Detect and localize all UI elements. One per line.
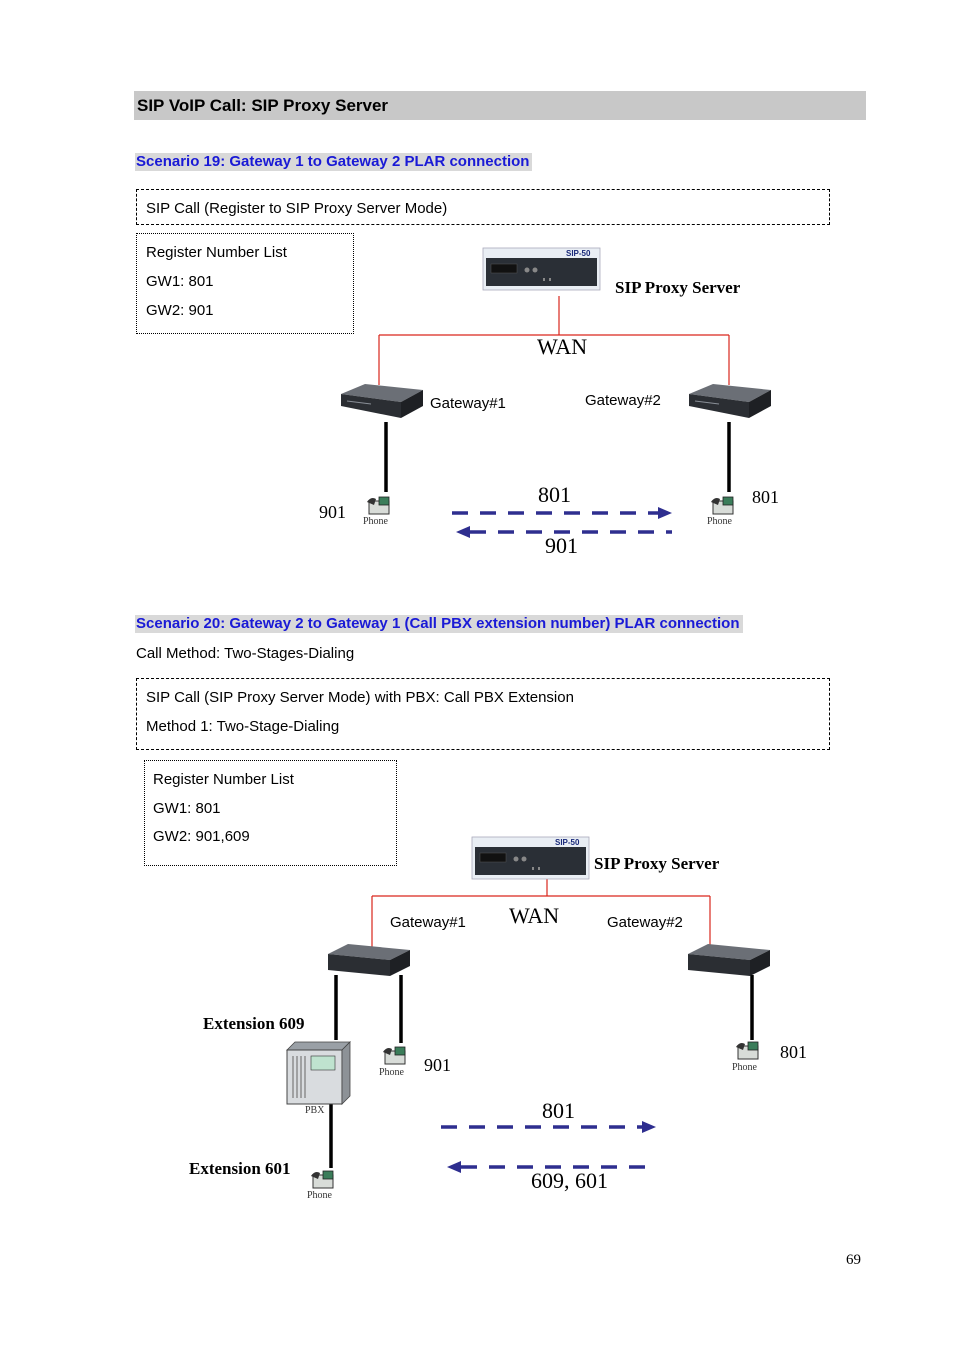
scenario20-arrow-left-label: 609, 601 [531,1168,608,1193]
scenario19-register-list: Register Number List GW1: 801 GW2: 901 [136,233,354,334]
scenario20-ext601-phone-caption: Phone [307,1190,332,1201]
scenario19-arrow-left-label: 901 [545,533,578,558]
section-header: SIP VoIP Call: SIP Proxy Server [134,91,866,120]
page-number: 69 [846,1252,861,1268]
scenario19-phone1-icon [367,496,390,515]
scenario20-mode-line2: Method 1: Two-Stage-Dialing [146,718,340,735]
scenario20-call-method: Call Method: Two-Stages-Dialing [136,645,355,662]
scenario20-phone-gw2-number: 801 [780,1042,807,1062]
register-gw2: GW2: 901 [146,302,214,319]
scenario19-phone1-caption: Phone [363,516,388,527]
scenario19-sip-server-icon [482,247,601,291]
scenario19-arrow-right-label: 801 [538,482,571,507]
scenario19-phone2-caption: Phone [707,516,732,527]
scenario19-arrow-left [456,526,672,538]
scenario20-mode-line1: SIP Call (SIP Proxy Server Mode) with PB… [146,689,574,706]
register-list-heading: Register Number List [153,771,294,788]
register-list-heading: Register Number List [146,244,287,261]
scenario20-gateway1-label: Gateway#1 [390,914,466,931]
scenario19-mode-text: SIP Call (Register to SIP Proxy Server M… [146,200,448,217]
register-gw1: GW1: 801 [146,273,214,290]
scenario19-gateway2-icon [689,384,771,418]
scenario20-pbx-icon [286,1041,351,1105]
scenario20-ext601-phone-icon [311,1170,334,1189]
scenario20-pbx-caption: PBX [305,1105,325,1116]
scenario20-arrow-right-label: 801 [542,1098,575,1123]
scenario20-server-badge: SIP-50 [555,838,580,847]
scenario20-mode-box: SIP Call (SIP Proxy Server Mode) with PB… [136,678,830,750]
section-title: SIP VoIP Call: SIP Proxy Server [137,96,389,115]
scenario19-wan-label: WAN [537,334,588,359]
scenario20-ext601-label: Extension 601 [189,1159,291,1178]
scenario20-wan-label: WAN [509,903,560,928]
scenario19-server-badge: SIP-50 [566,249,591,258]
scenario20-server-label: SIP Proxy Server [594,854,720,873]
register-gw1: GW1: 801 [153,800,221,817]
scenario20-title: Scenario 20: Gateway 2 to Gateway 1 (Cal… [135,615,743,633]
scenario19-gateway1-label: Gateway#1 [430,395,506,412]
scenario20-gateway2-icon [688,944,770,976]
register-gw2: GW2: 901,609 [153,828,250,845]
scenario20-sip-server-icon [471,836,590,880]
scenario20-gateway1-icon [328,944,410,976]
scenario19-gateway1-icon [341,384,423,418]
scenario20-arrow-left [447,1161,656,1173]
scenario19-phone1-number: 901 [319,502,346,522]
scenario20-phone-gw2-caption: Phone [732,1062,757,1073]
scenario20-ext609-label: Extension 609 [203,1014,305,1033]
scenario20-phone-gw1-number: 901 [424,1055,451,1075]
scenario19-phone2-icon [711,496,734,515]
scenario20-wan-lines [371,878,711,947]
scenario20-register-list: Register Number List GW1: 801 GW2: 901,6… [144,760,397,866]
scenario19-phone2-number: 801 [752,487,779,507]
scenario19-gateway2-label: Gateway#2 [585,392,661,409]
scenario20-phone-gw2-icon [736,1041,759,1060]
scenario19-server-label: SIP Proxy Server [615,278,741,297]
scenario19-title: Scenario 19: Gateway 1 to Gateway 2 PLAR… [135,153,533,171]
scenario19-arrow-right [452,507,672,519]
scenario20-phone-gw1-icon [383,1046,406,1065]
scenario19-mode-box: SIP Call (Register to SIP Proxy Server M… [136,189,830,225]
scenario20-phone-gw1-caption: Phone [379,1067,404,1078]
scenario20-gateway2-label: Gateway#2 [607,914,683,931]
scenario19-wan-lines [378,296,730,385]
scenario20-arrow-right [441,1121,656,1133]
